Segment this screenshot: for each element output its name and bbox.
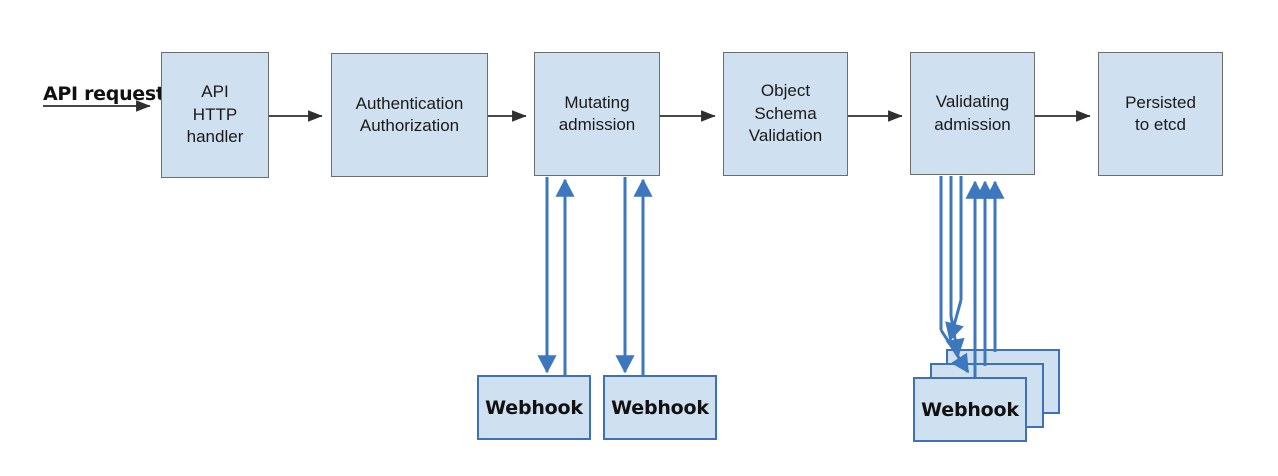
- webhook-call-mutating-2: [615, 177, 653, 375]
- webhook-call-mutating-1: [537, 177, 575, 375]
- api-request-text: API request: [43, 83, 165, 105]
- webhook-label: Webhook: [611, 396, 709, 419]
- webhook-call-validating-1: [939, 176, 970, 374]
- stage-mutating-admission[interactable]: Mutating admission: [534, 52, 660, 176]
- webhook-label: Webhook: [921, 398, 1019, 421]
- api-request-label: API request: [43, 83, 165, 105]
- stage-persisted-to-etcd[interactable]: Persisted to etcd: [1098, 52, 1223, 176]
- stage-authentication-authorization[interactable]: Authentication Authorization: [331, 53, 488, 177]
- stage-label: Mutating admission: [558, 92, 636, 134]
- webhook-validating-front[interactable]: Webhook: [913, 377, 1027, 442]
- webhook-label: Webhook: [485, 396, 583, 419]
- stage-label: Persisted to etcd: [1125, 92, 1196, 134]
- stage-label: API HTTP handler: [186, 82, 244, 147]
- webhook-mutating-1[interactable]: Webhook: [477, 375, 591, 440]
- stage-label: Validating admission: [934, 92, 1011, 134]
- stage-api-http-handler[interactable]: API HTTP handler: [161, 52, 269, 178]
- stage-label: Authentication Authorization: [355, 93, 464, 135]
- stage-object-schema-validation[interactable]: Object Schema Validation: [723, 52, 848, 176]
- stage-label: Object Schema Validation: [748, 81, 823, 146]
- stage-validating-admission[interactable]: Validating admission: [910, 52, 1035, 175]
- webhook-mutating-2[interactable]: Webhook: [603, 375, 717, 440]
- webhook-call-validating-2: [945, 176, 965, 358]
- webhook-call-validating-3: [945, 176, 964, 342]
